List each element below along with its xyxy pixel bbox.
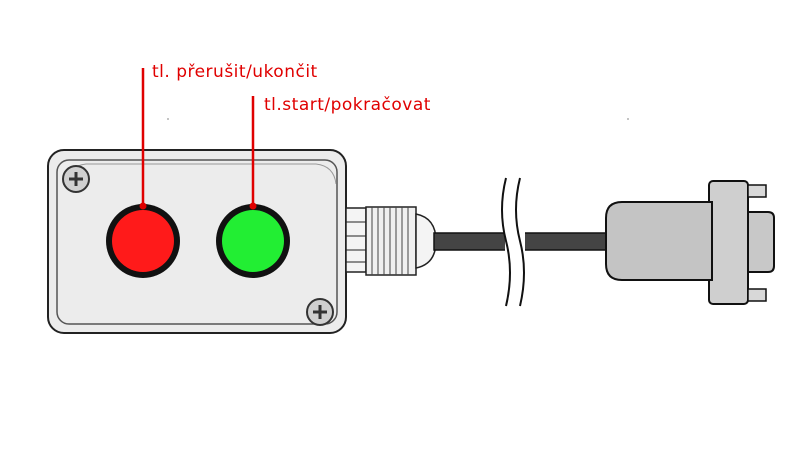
cable [433,232,611,251]
screw-icon [306,298,334,326]
button-enclosure [47,149,347,334]
start-button-label: tl.start/pokračovat [264,95,431,115]
db-connector [605,180,775,305]
stop-button-label: tl. přerušit/ukončit [152,62,318,82]
screw-icon [62,165,90,193]
start-button-leader-line [249,96,257,210]
stop-button [106,204,180,278]
cable-gland [345,206,437,276]
start-button [216,204,290,278]
speck [627,118,629,120]
stop-button-leader-line [139,68,147,210]
cable-break-icon [501,177,525,307]
speck [167,118,169,120]
